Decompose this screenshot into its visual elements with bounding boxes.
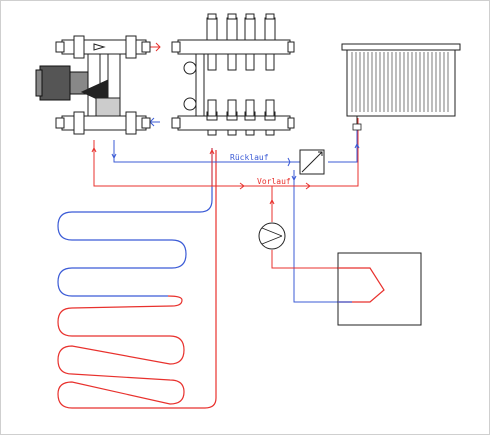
radiator	[341, 43, 461, 131]
return-line-label: Rücklauf	[230, 153, 269, 162]
flow-arrows	[91, 42, 360, 205]
return-pipes	[113, 118, 358, 303]
supply-pipes	[93, 118, 359, 269]
distributor-outlet-bot	[264, 99, 276, 136]
distributor-outlet-top	[264, 13, 276, 71]
distributor-outlet-top	[244, 13, 256, 71]
distributor-outlet-top	[226, 13, 238, 71]
supply-line-label: Vorlauf	[257, 177, 291, 186]
distributor-outlet-bot	[206, 99, 218, 136]
manifold-left-pump-group	[35, 35, 151, 135]
distributor-outlet-bot	[244, 99, 256, 136]
manifold-right-distributor	[171, 13, 295, 136]
circulation-pump	[258, 222, 286, 250]
boiler-storage-tank	[337, 252, 422, 326]
distributor-outlet-top	[206, 13, 218, 71]
heat-exchanger	[299, 149, 325, 175]
underfloor-heating-loop	[57, 148, 217, 409]
distributor-outlet-bot	[226, 99, 238, 136]
